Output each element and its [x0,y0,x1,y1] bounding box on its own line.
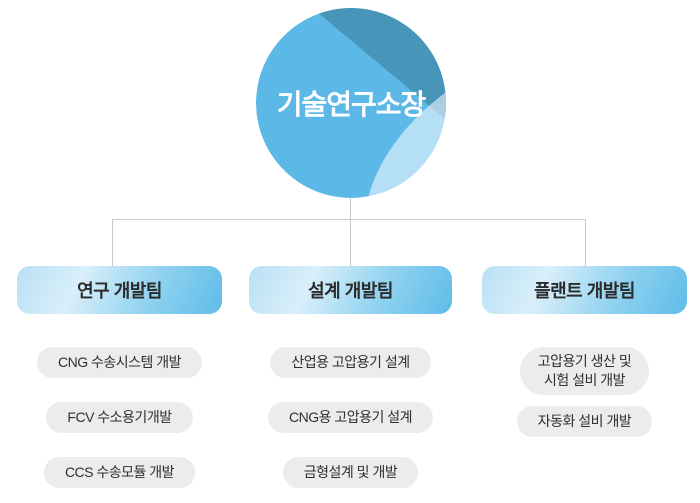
director-circle [256,8,446,198]
team-header-plant: 플랜트 개발팀 [482,266,687,314]
connector-lines [112,197,586,267]
director-title: 기술연구소장 [276,89,427,120]
team-item: 자동화 설비 개발 [516,406,653,437]
team-item: FCV 수소용기개발 [46,402,193,433]
team-item: CNG 수송시스템 개발 [36,347,203,378]
team-column-design: 설계 개발팀 산업용 고압용기 설계 CNG용 고압용기 설계 금형설계 및 개… [249,266,452,488]
team-item: CCS 수송모듈 개발 [43,457,196,488]
team-item: 산업용 고압용기 설계 [270,347,431,378]
team-item: 고압용기 생산 및 시험 설비 개발 [519,347,650,395]
team-item: CNG용 고압용기 설계 [267,402,434,433]
team-item: 금형설계 및 개발 [282,457,419,488]
team-header-design: 설계 개발팀 [249,266,452,314]
team-column-plant: 플랜트 개발팀 고압용기 생산 및 시험 설비 개발 자동화 설비 개발 [482,266,687,437]
team-column-research: 연구 개발팀 CNG 수송시스템 개발 FCV 수소용기개발 CCS 수송모듈 … [17,266,222,488]
team-header-research: 연구 개발팀 [17,266,222,314]
